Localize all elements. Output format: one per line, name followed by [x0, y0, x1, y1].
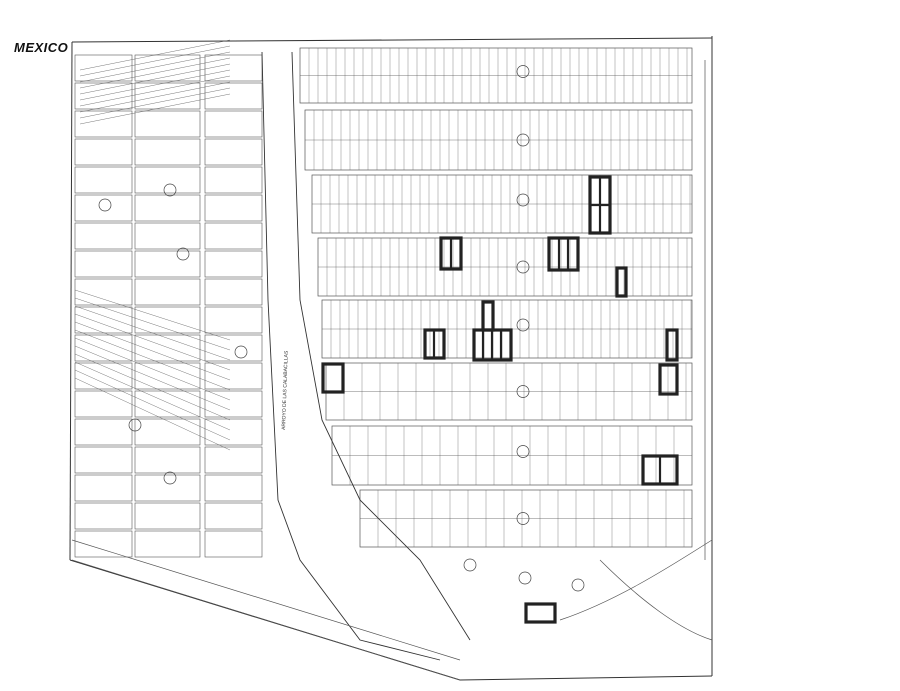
parcel-highlight-8	[665, 328, 679, 362]
survey-markers	[98, 65, 585, 592]
parcel-highlight-10	[658, 363, 679, 396]
arroyo-channel	[261, 51, 471, 661]
parcel-highlight-3	[547, 236, 580, 272]
parcel-highlight-5	[481, 300, 495, 332]
block-grid	[299, 47, 693, 548]
arroyo-label: ARROYO DE LAS CALABACILLAS	[281, 350, 290, 430]
western-tracts	[74, 39, 263, 558]
parcel-highlight-9	[321, 362, 345, 394]
parcel-highlight-4	[615, 266, 628, 298]
map-title: MEXICO	[14, 40, 69, 55]
southern-streets	[71, 539, 713, 681]
highlighted-parcels	[321, 175, 679, 624]
parcel-highlight-12	[524, 602, 557, 624]
